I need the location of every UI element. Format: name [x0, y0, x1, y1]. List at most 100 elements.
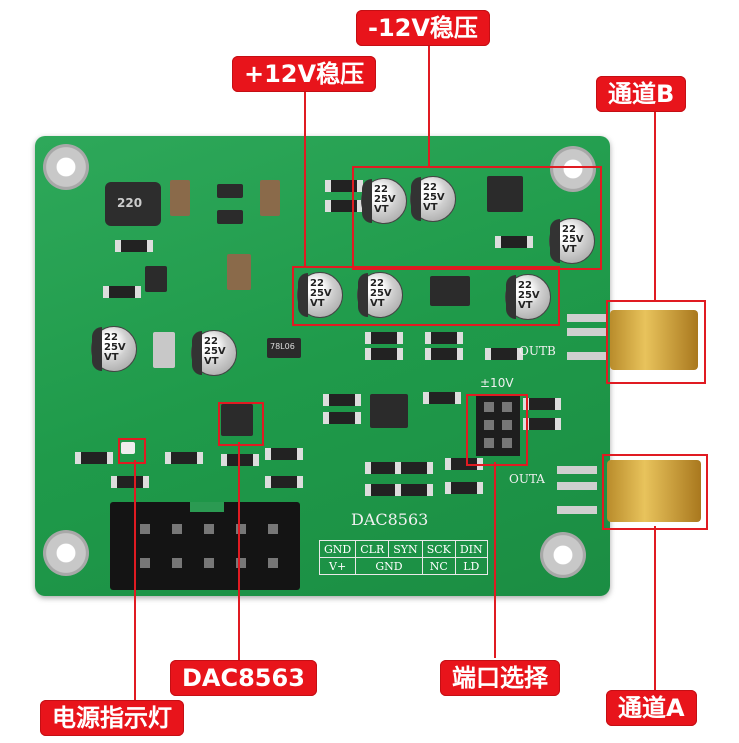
inductor-l1: 220: [105, 182, 161, 226]
sma-connector-b: [610, 310, 698, 370]
leader-line: [238, 442, 240, 662]
resistor: [395, 462, 433, 474]
resistor: [485, 348, 523, 360]
highlight-channel-b: [606, 300, 706, 384]
sma-pin: [567, 328, 607, 336]
leader-line: [428, 44, 430, 166]
u2-opamp: [370, 394, 408, 428]
resistor: [323, 394, 361, 406]
regulator-label: 78L06: [270, 342, 295, 351]
pinout-cell: GND: [318, 540, 357, 558]
resistor: [265, 476, 303, 488]
callout-power-led: 电源指示灯: [40, 700, 184, 736]
sma-pin: [567, 314, 607, 322]
resistor: [365, 332, 403, 344]
resistor: [425, 348, 463, 360]
inductor-label: 220: [117, 196, 143, 210]
diode-d5: [153, 332, 175, 368]
ic2-chip: [430, 276, 470, 306]
resistor: [75, 452, 113, 464]
resistor: [323, 412, 361, 424]
sma-pin: [557, 466, 597, 474]
resistor: [445, 482, 483, 494]
callout-channel-a: 通道A: [606, 690, 697, 726]
leader-line: [304, 86, 306, 266]
resistor: [365, 348, 403, 360]
pinout-cell: LD: [454, 557, 488, 575]
leader-line: [654, 526, 656, 692]
outa-label: OUTA: [509, 472, 545, 486]
pinout-cell: V+: [318, 557, 357, 575]
resistor: [221, 454, 259, 466]
pin-header-connector: [110, 502, 300, 590]
highlight-dac-chip: [218, 402, 264, 446]
pinout-cell: DIN: [454, 540, 488, 558]
pinout-cell: SCK: [421, 540, 456, 558]
resistor: [523, 398, 561, 410]
pinout-cell: SYN: [388, 540, 423, 558]
port-select-jumper[interactable]: [476, 394, 520, 456]
pinout-cell: CLR: [355, 540, 390, 558]
resistor: [165, 452, 203, 464]
resistor: [265, 448, 303, 460]
resistor: [111, 476, 149, 488]
callout-dac-chip: DAC8563: [170, 660, 317, 696]
sma-pin: [567, 352, 607, 360]
range-label: ±10V: [480, 376, 514, 390]
board-title: DAC8563: [351, 510, 429, 529]
tantalum-cap: [260, 180, 280, 216]
tantalum-cap: [227, 254, 251, 290]
resistor: [395, 484, 433, 496]
highlight-neg12v: [352, 166, 602, 270]
resistor: [103, 286, 141, 298]
mounting-hole: [550, 146, 596, 192]
leader-line: [494, 462, 496, 658]
pinout-cell: GND: [355, 557, 423, 575]
callout-channel-b: 通道B: [596, 76, 687, 112]
sma-connector-a: [607, 460, 701, 522]
outb-label: OUTB: [519, 344, 556, 358]
power-led: [121, 442, 135, 454]
mounting-hole: [540, 532, 586, 578]
highlight-channel-a: [602, 454, 708, 530]
mounting-hole: [43, 144, 89, 190]
highlight-pos12v: [292, 266, 560, 326]
resistor: [115, 240, 153, 252]
regulator-78l06: 78L06: [267, 338, 301, 358]
callout-port-select: 端口选择: [440, 660, 560, 696]
tantalum-cap: [170, 180, 190, 216]
sma-pin: [557, 482, 597, 490]
pinout-table: GND CLR SYN SCK DIN V+ GND NC LD: [318, 540, 488, 575]
pinout-cell: NC: [421, 557, 456, 575]
leader-line: [654, 108, 656, 300]
highlight-power-led: [118, 438, 146, 464]
resistor: [523, 418, 561, 430]
resistor: [425, 332, 463, 344]
diode-d4: [217, 210, 243, 224]
callout-pos12v: +12V稳压: [232, 56, 377, 92]
highlight-port-select: [466, 394, 528, 466]
ic1-regulator: [487, 176, 523, 212]
diode-d1: [217, 184, 243, 198]
mounting-hole: [43, 530, 89, 576]
callout-neg12v: -12V稳压: [356, 10, 490, 46]
sma-pin: [557, 506, 597, 514]
dac8563-chip: [221, 404, 253, 436]
u1-chip: [145, 266, 167, 292]
resistor: [495, 236, 533, 248]
leader-line: [134, 460, 136, 700]
